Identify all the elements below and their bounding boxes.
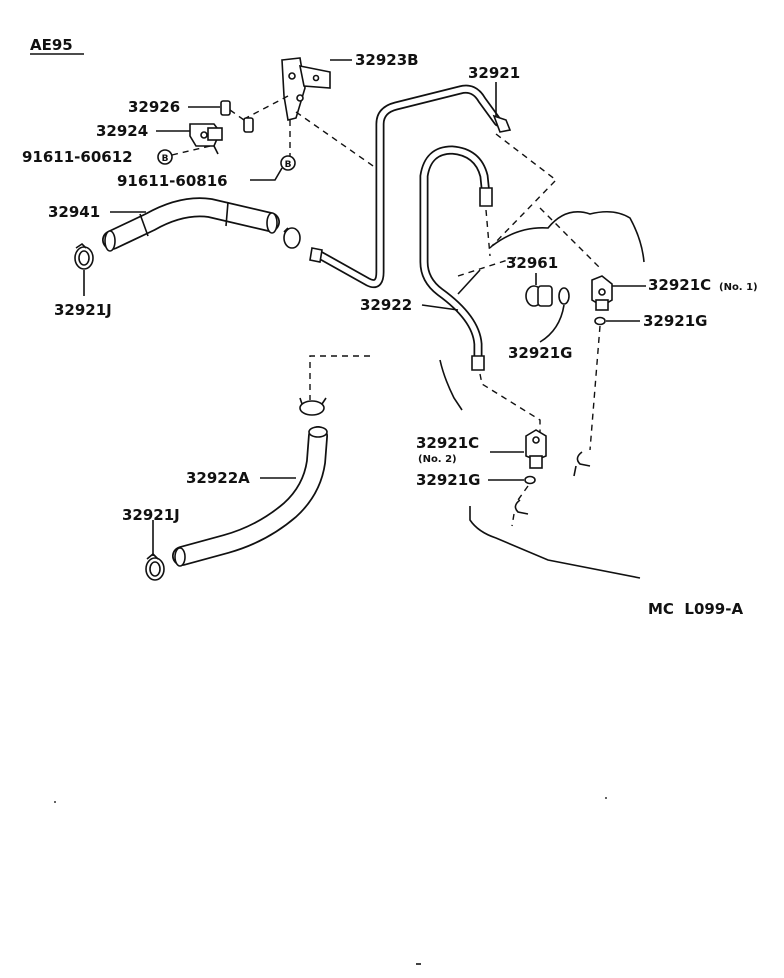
- scan-speck: [605, 797, 607, 799]
- engine-outline-left: [457, 269, 481, 295]
- scan-speck: [54, 801, 56, 803]
- hose-32922a: [172, 426, 328, 567]
- label-32921j-top: 32921J: [54, 301, 112, 319]
- port-low: [511, 499, 529, 527]
- label-32921: 32921: [468, 64, 520, 82]
- label-32924: 32924: [96, 122, 148, 140]
- label-32961: 32961: [506, 254, 558, 272]
- pipe-32921: [309, 84, 512, 289]
- bracket-32923b: [281, 57, 331, 121]
- clamp-32921j-top: [74, 242, 94, 270]
- leader-91611-60612: [171, 145, 211, 156]
- union-32921c-no2: [525, 429, 547, 469]
- bolt-91611-60612: B: [157, 149, 173, 165]
- spacer-32926: [220, 100, 231, 116]
- bolt-symbol: B: [162, 154, 169, 164]
- label-32926: 32926: [128, 98, 180, 116]
- label-32921c-no2: 32921C: [416, 434, 479, 452]
- label-91611-60612: 91611-60612: [22, 148, 133, 166]
- label-32921c-no1: 32921C: [648, 276, 711, 294]
- label-32921g-low: 32921G: [416, 471, 481, 489]
- dash-pipe-to-c2: [479, 373, 541, 432]
- dash-pipe-to-hose: [309, 355, 370, 400]
- clamp-hose-right: [283, 227, 301, 249]
- sensor-32961: [525, 285, 570, 307]
- engine-outline-bottom: [469, 506, 641, 579]
- dash-bracket-pipe: [295, 111, 377, 169]
- pipe-32922: [419, 145, 493, 371]
- bolt-91611-60816: B: [280, 155, 296, 171]
- dash-c1-down: [589, 325, 601, 451]
- label-32921j-bottom: 32921J: [122, 506, 180, 524]
- gasket-32921g-right: [594, 316, 606, 326]
- port-right: [573, 451, 591, 477]
- gasket-32921g-low: [524, 475, 536, 485]
- dash-to-c1: [539, 207, 601, 269]
- label-91611-60816: 91611-60816: [117, 172, 228, 190]
- spacer-right: [243, 117, 254, 133]
- label-32922a: 32922A: [186, 469, 250, 487]
- dash-union: [485, 209, 491, 257]
- union-32921c-no1: [591, 275, 613, 311]
- label-32921c-no1-sub: (No. 1): [719, 282, 758, 293]
- engine-outline-top: [491, 210, 645, 263]
- leader-91611-60816: [250, 167, 283, 181]
- dash-bracket-spacer: [245, 95, 289, 119]
- dash-c2-down: [517, 485, 529, 501]
- dash-spacer-link: [229, 109, 245, 121]
- label-32921g-mid: 32921G: [508, 344, 573, 362]
- engine-outline-side: [439, 359, 463, 411]
- label-32921g-right: 32921G: [643, 312, 708, 330]
- leader-32921g-mid: [539, 304, 565, 343]
- dash-pipe-route: [489, 133, 558, 249]
- clamp-32924: [189, 123, 223, 155]
- label-32941: 32941: [48, 203, 100, 221]
- hose-32941: [102, 197, 280, 252]
- figure-code: MC L099-A: [648, 600, 743, 618]
- clamp-hose-a-top: [299, 397, 327, 416]
- label-32921c-no2-sub: (No. 2): [418, 454, 457, 465]
- clamp-32921j-bottom: [145, 552, 165, 581]
- leader-32922: [421, 304, 459, 311]
- bolt-symbol: B: [285, 160, 292, 170]
- label-32922: 32922: [360, 296, 412, 314]
- label-32923b: 32923B: [355, 51, 419, 69]
- model-label: AE95: [30, 36, 73, 54]
